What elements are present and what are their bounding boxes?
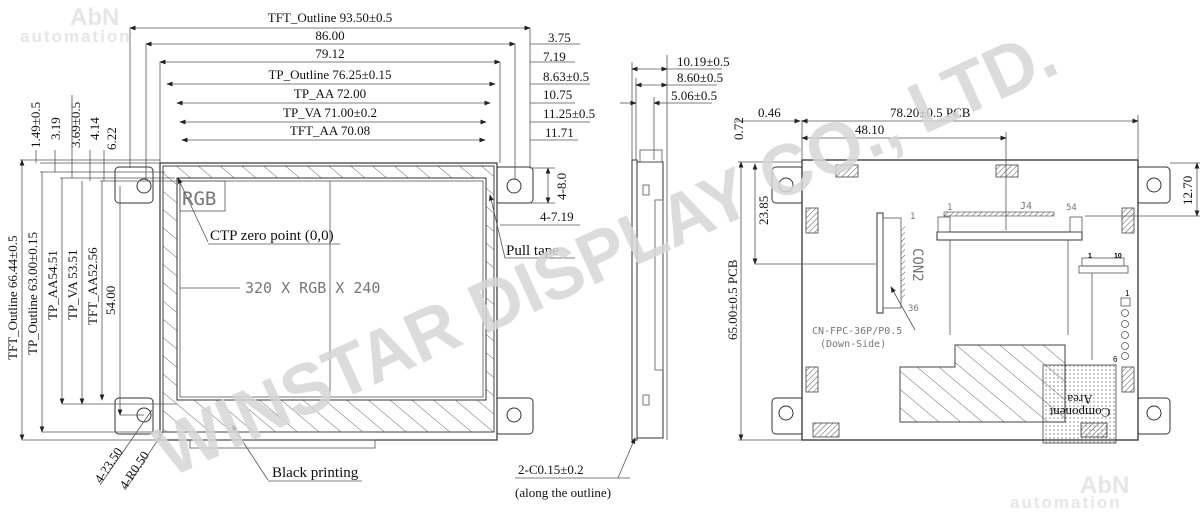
dimension-label: 12.70: [1180, 176, 1195, 205]
dimension-label: 1: [1088, 253, 1092, 260]
component-area: [1042, 364, 1117, 444]
dimension-label: 11.25±0.5: [543, 106, 595, 121]
dimension-label: 1: [910, 212, 915, 222]
dimension-label: 8.60±0.5: [677, 70, 723, 85]
dimension-label: 48.10: [855, 122, 884, 137]
dimension-label: 4.14: [87, 117, 102, 140]
mount-hole-icon: [778, 405, 794, 421]
dimension-label: 36: [908, 304, 919, 314]
dimension-label: Area: [1067, 392, 1092, 407]
dimension-label: 1: [947, 203, 952, 213]
dimension-label: 11.71: [545, 125, 574, 140]
dimension-label: TP_AA 72.00: [294, 86, 366, 101]
front-view: RGB 320 X RGB X 240 TFT_Outline 93.50±0.…: [5, 10, 595, 492]
abn-logo-bottom: AbN automation: [1010, 472, 1129, 512]
dimension-label: AbN: [70, 4, 119, 31]
dimension-label: 23.85: [756, 196, 771, 225]
ctp-zero-label: CTP zero point (0,0): [210, 228, 334, 244]
dimension-label: (Down-Side): [820, 339, 886, 350]
dimension-label: 6: [1113, 355, 1118, 364]
mount-hole-icon: [1146, 177, 1162, 193]
dimension-label: 8.63±0.5: [543, 69, 589, 84]
dimension-label: TP_VA 71.00±0.2: [283, 105, 377, 120]
resolution-label: 320 X RGB X 240: [245, 279, 380, 297]
right-dimensions: 3.75 7.19 8.63±0.5 10.75 11.25±0.5 11.71…: [500, 30, 595, 226]
dimension-label: TP_VA 53.51: [65, 249, 80, 320]
dimension-label: TP_Outline 63.00±0.15: [25, 232, 40, 355]
top-left-dimensions: 1.49±0.5 3.19 3.69±0.5 4.14 6.22: [20, 95, 178, 182]
dimension-label: J4: [1020, 201, 1032, 212]
chamfer-note: (along the outline): [515, 485, 611, 500]
dimension-label: TFT_AA52.56: [85, 247, 100, 325]
black-printing-label: Black printing: [272, 465, 359, 481]
dimension-label: TFT_Outline 93.50±0.5: [268, 10, 393, 25]
dimension-label: 3.75: [548, 30, 571, 45]
mount-hole-icon: [778, 177, 794, 193]
dimension-label: AbN: [1080, 472, 1129, 499]
dimension-label: 0.72: [731, 117, 746, 140]
dimension-label: 65.00±0.5 PCB: [725, 259, 740, 340]
dimension-label: 1: [1125, 289, 1130, 298]
dimension-label: 54.00: [103, 286, 118, 315]
mount-hole-icon: [1146, 405, 1162, 421]
dimension-label: 6.22: [104, 127, 119, 150]
mount-hole-icon: [136, 178, 152, 194]
dimension-label: automation: [20, 27, 132, 46]
chamfer-label: 2-C0.15±0.2: [518, 462, 584, 477]
dimension-label: CN-FPC-36P/P0.5: [812, 326, 902, 337]
dimension-label: TFT_Outline 66.44±0.5: [5, 236, 20, 361]
dimension-label: 10.19±0.5: [677, 54, 730, 69]
top-dimensions: TFT_Outline 93.50±0.5 86.00 79.12 TP_Out…: [129, 10, 531, 180]
dimension-label: 4-8.0: [554, 173, 569, 200]
dimension-label: 10: [1114, 253, 1122, 260]
dimension-label: 3.69±0.5: [68, 102, 83, 148]
dimension-label: 1.49±0.5: [28, 102, 43, 148]
mount-hole-icon: [506, 407, 522, 423]
mount-tab: [114, 397, 154, 435]
dimension-label: 86.00: [315, 28, 344, 43]
dimension-label: 78.20±0.5 PCB: [890, 105, 971, 120]
dimension-label: Component: [1049, 405, 1110, 420]
rgb-label: RGB: [182, 188, 216, 210]
dimension-label: 5.06±0.5: [671, 88, 717, 103]
dimension-label: automation: [1010, 493, 1122, 512]
dimension-label: TFT_AA 70.08: [290, 123, 370, 138]
abn-logo-top: AbN automation: [20, 4, 132, 46]
mount-tab: [494, 397, 534, 435]
side-view: 10.19±0.5 8.60±0.5 5.06±0.5 2-C0.15±0.2 …: [515, 54, 730, 500]
dimension-label: CON2: [909, 248, 925, 282]
active-area: [176, 177, 487, 401]
dimension-label: 0.46: [758, 105, 781, 120]
dimension-label: 7.19: [543, 49, 566, 64]
dimension-label: TP_AA54.51: [45, 250, 60, 320]
back-view: J4 1 54 1 36 CON2 CN-FPC-36P/P0.5 (Down-…: [725, 105, 1200, 444]
dimension-label: 4-7.19: [540, 209, 574, 224]
mount-tab: [114, 166, 154, 204]
dimension-label: 10.75: [543, 87, 572, 102]
dimension-label: 79.12: [315, 46, 344, 61]
j4-connector: [936, 231, 1083, 241]
mount-hole-icon: [506, 178, 522, 194]
pull-tape-label: Pull tape: [506, 243, 559, 259]
left-dimensions: TFT_Outline 66.44±0.5 TP_Outline 63.00±0…: [5, 159, 177, 441]
dimension-label: TP_Outline 76.25±0.15: [268, 67, 391, 82]
mount-tab: [494, 166, 534, 204]
dimension-label: 3.19: [48, 117, 63, 140]
dimension-label: 54: [1066, 203, 1077, 213]
